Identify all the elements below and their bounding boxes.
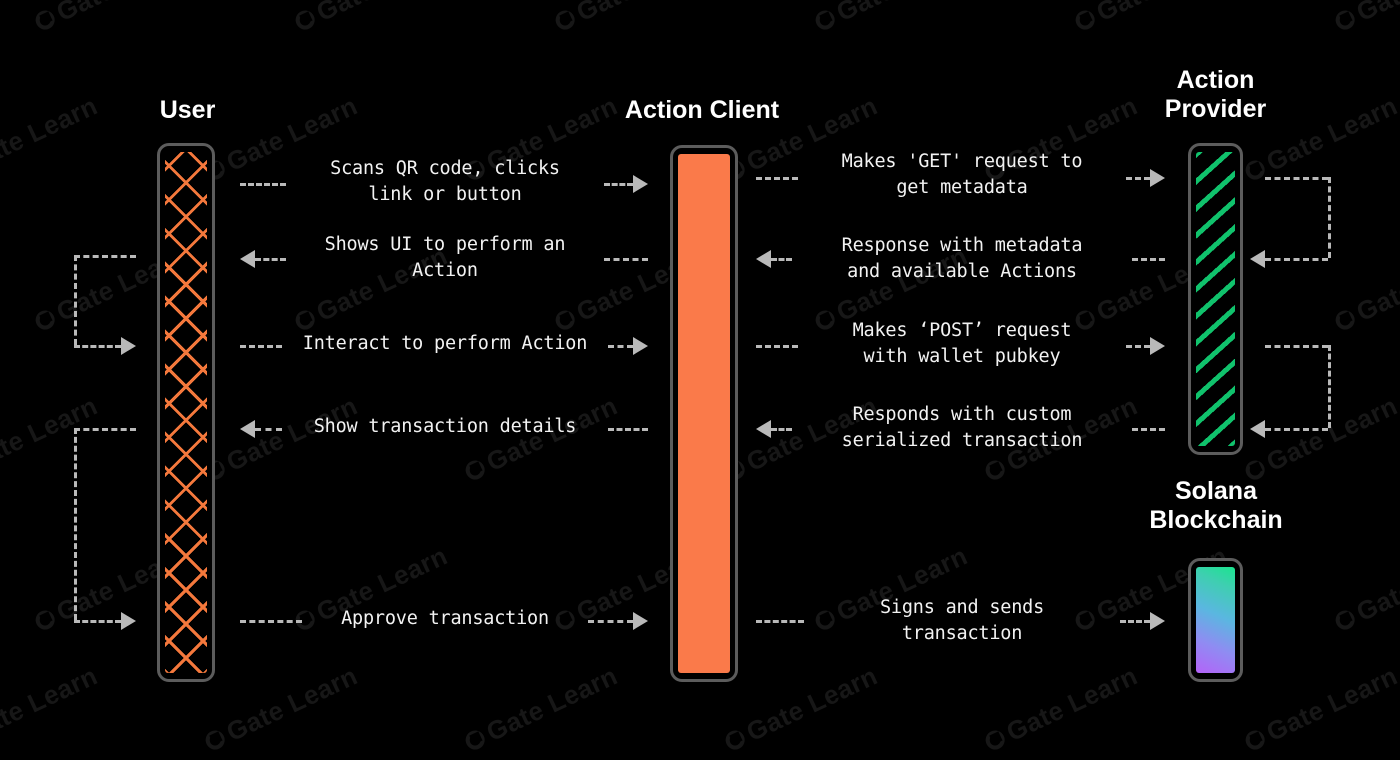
message-line-left-m6	[756, 177, 798, 180]
message-line-left-m5	[240, 620, 302, 623]
message-label-m6: Makes 'GET' request to get metadata	[841, 151, 1083, 198]
arrowhead-left-m7	[756, 250, 771, 268]
message-label-m7: Response with metadata and available Act…	[841, 235, 1083, 282]
arrowhead-right-m10	[1150, 612, 1165, 630]
message-line-left-m7	[771, 258, 792, 261]
arrowhead-right-loop-user-2	[121, 612, 136, 630]
lifeline-fill-gradient	[1196, 567, 1235, 673]
self-loop-vertical-segment	[74, 428, 77, 620]
lifeline-fill-solid	[678, 154, 730, 673]
message-label-m1: Scans QR code, clicks link or button	[330, 158, 560, 205]
message-line-right-m7	[1132, 258, 1165, 261]
self-loop-vertical-segment	[1328, 345, 1331, 428]
lifeline-fill-crosshatch	[165, 152, 207, 673]
message-line-right-m10	[1120, 620, 1150, 623]
lifeline-user	[157, 143, 215, 682]
arrowhead-left-loop-provider-1	[1250, 250, 1265, 268]
message-line-right-m5	[588, 620, 633, 623]
message-line-right-m6	[1126, 177, 1150, 180]
message-line-right-m3	[608, 345, 633, 348]
actor-title-solana: Solana Blockchain	[1149, 477, 1283, 534]
message-line-left-m1	[240, 183, 286, 186]
actor-title-provider: Action Provider	[1164, 66, 1267, 123]
self-loop-vertical-segment	[74, 255, 77, 345]
message-line-left-m9	[771, 428, 792, 431]
message-line-left-m8	[756, 345, 798, 348]
arrowhead-right-m1	[633, 175, 648, 193]
message-label-m3: Interact to perform Action	[302, 333, 588, 354]
arrowhead-left-m2	[240, 250, 255, 268]
lifeline-provider	[1188, 143, 1243, 455]
lifeline-solana	[1188, 558, 1243, 682]
arrowhead-right-m8	[1150, 337, 1165, 355]
self-loop-top-segment	[74, 428, 136, 431]
lifeline-fill-diagstripes	[1196, 152, 1235, 446]
arrowhead-right-m6	[1150, 169, 1165, 187]
self-loop-top-segment	[74, 255, 136, 258]
arrowhead-left-loop-provider-2	[1250, 420, 1265, 438]
self-loop-bottom-segment	[1265, 428, 1328, 431]
arrowhead-right-m5	[633, 612, 648, 630]
arrowhead-right-loop-user-1	[121, 337, 136, 355]
self-loop-bottom-segment	[1265, 258, 1328, 261]
message-label-m5: Approve transaction	[341, 608, 549, 629]
message-line-right-m1	[604, 183, 633, 186]
self-loop-vertical-segment	[1328, 177, 1331, 258]
self-loop-bottom-segment	[74, 620, 121, 623]
message-label-m2: Shows UI to perform an Action	[324, 234, 566, 281]
lifeline-client	[670, 145, 738, 682]
self-loop-bottom-segment	[74, 345, 121, 348]
arrowhead-left-m9	[756, 420, 771, 438]
message-line-left-m3	[240, 345, 282, 348]
message-label-m8: Makes ‘POST’ request with wallet pubkey	[852, 320, 1072, 367]
message-line-left-m2	[255, 258, 286, 261]
message-line-right-m9	[1132, 428, 1165, 431]
message-label-m9: Responds with custom serialized transact…	[841, 404, 1083, 451]
actor-title-user: User	[159, 96, 216, 124]
message-line-right-m4	[608, 428, 648, 431]
self-loop-top-segment	[1265, 177, 1328, 180]
message-line-left-m10	[756, 620, 804, 623]
message-label-m10: Signs and sends transaction	[879, 597, 1045, 644]
message-line-right-m8	[1126, 345, 1150, 348]
arrowhead-left-m4	[240, 420, 255, 438]
self-loop-top-segment	[1265, 345, 1328, 348]
message-label-m4: Show transaction details	[313, 416, 577, 437]
actor-title-client: Action Client	[624, 96, 780, 124]
message-line-left-m4	[255, 428, 282, 431]
arrowhead-right-m3	[633, 337, 648, 355]
message-line-right-m2	[604, 258, 648, 261]
